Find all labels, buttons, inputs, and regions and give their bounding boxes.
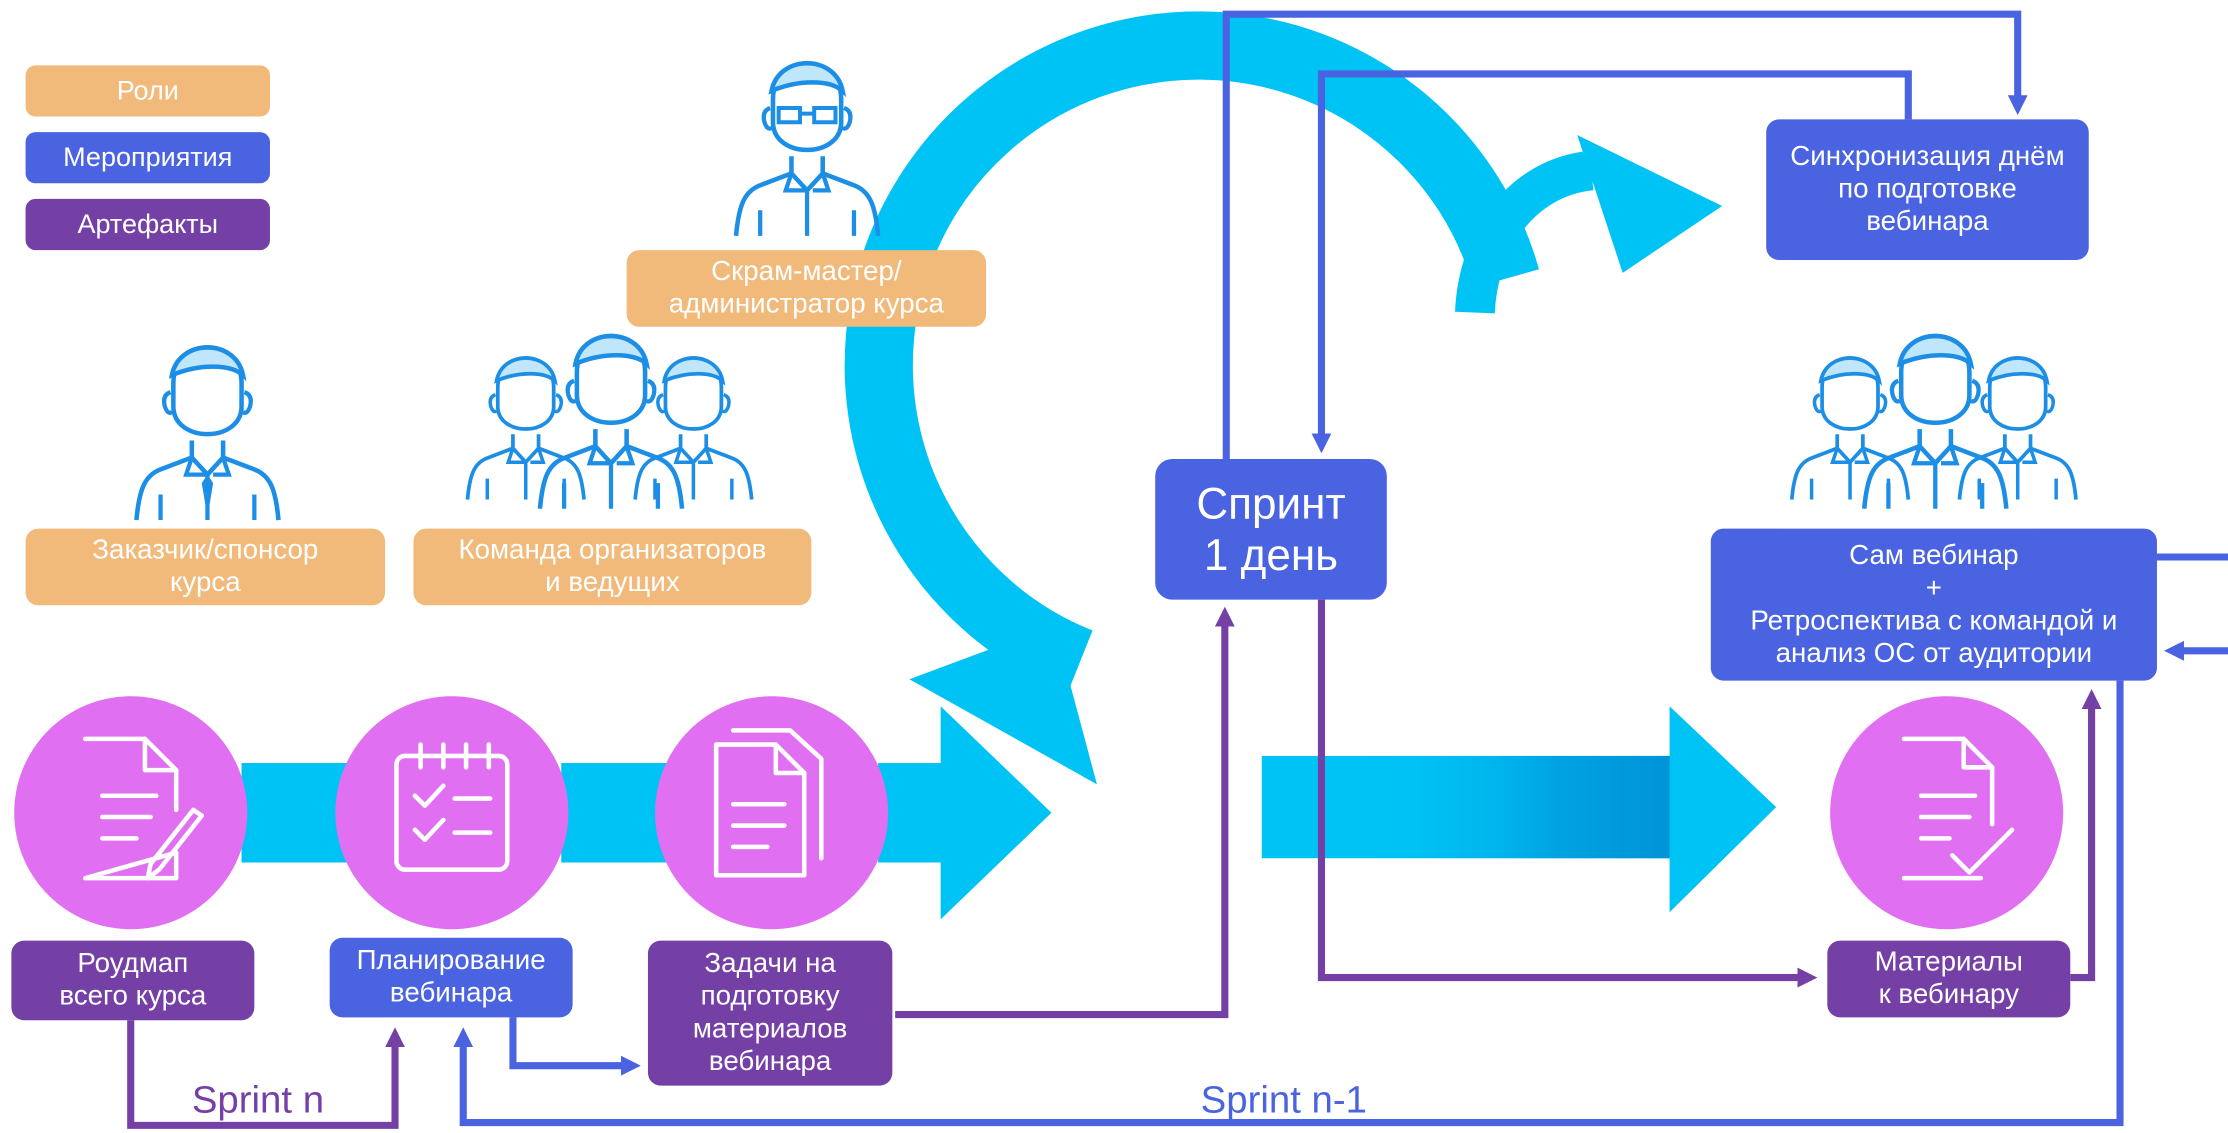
documents-icon <box>713 728 824 878</box>
team-icon-right <box>1789 336 2078 509</box>
sprint-cycle-graphic <box>844 11 1723 785</box>
materials-circle <box>1830 696 2064 930</box>
person-glasses-icon <box>736 63 878 236</box>
tasks-node: Задачи на подготовку материалов вебинара <box>647 940 893 1086</box>
backlog-flow-band <box>241 706 1052 920</box>
role-team: Команда организаторов и ведущих <box>413 528 812 606</box>
sprint-n-label: Sprint n <box>191 1078 325 1122</box>
artifact-connectors <box>127 599 2102 1129</box>
checklist-icon <box>394 742 510 872</box>
person-tie-icon <box>136 347 278 520</box>
planning-circle <box>335 696 569 930</box>
materials-node: Материалы к вебинару <box>1827 940 2071 1018</box>
legend-artifacts: Артефакты <box>25 198 270 251</box>
webinar-retro-node: Сам вебинар + Ретроспектива с командой и… <box>1710 528 2157 681</box>
event-connectors <box>453 10 2228 1127</box>
roadmap-circle <box>14 696 248 930</box>
legend-roles: Роли <box>25 65 270 117</box>
roadmap-node: Роудмап всего курса <box>11 940 255 1021</box>
increment-flow-arrow <box>1261 706 1777 913</box>
tasks-circle <box>655 696 889 930</box>
document-check-icon <box>1901 736 2015 881</box>
sprint-n-minus-1-label: Sprint n-1 <box>1200 1078 1368 1122</box>
sprint-node: Спринт 1 день <box>1155 458 1387 600</box>
role-scrum-master: Скрам-мастер/ администратор курса <box>626 250 987 327</box>
team-icon <box>465 336 754 509</box>
sync-node: Синхронизация днём по подготовке вебинар… <box>1766 119 2089 261</box>
legend-events: Мероприятия <box>25 132 270 184</box>
role-customer: Заказчик/спонсор курса <box>25 528 386 606</box>
planning-node: Планирование вебинара <box>329 937 573 1018</box>
document-pen-icon <box>82 736 205 881</box>
